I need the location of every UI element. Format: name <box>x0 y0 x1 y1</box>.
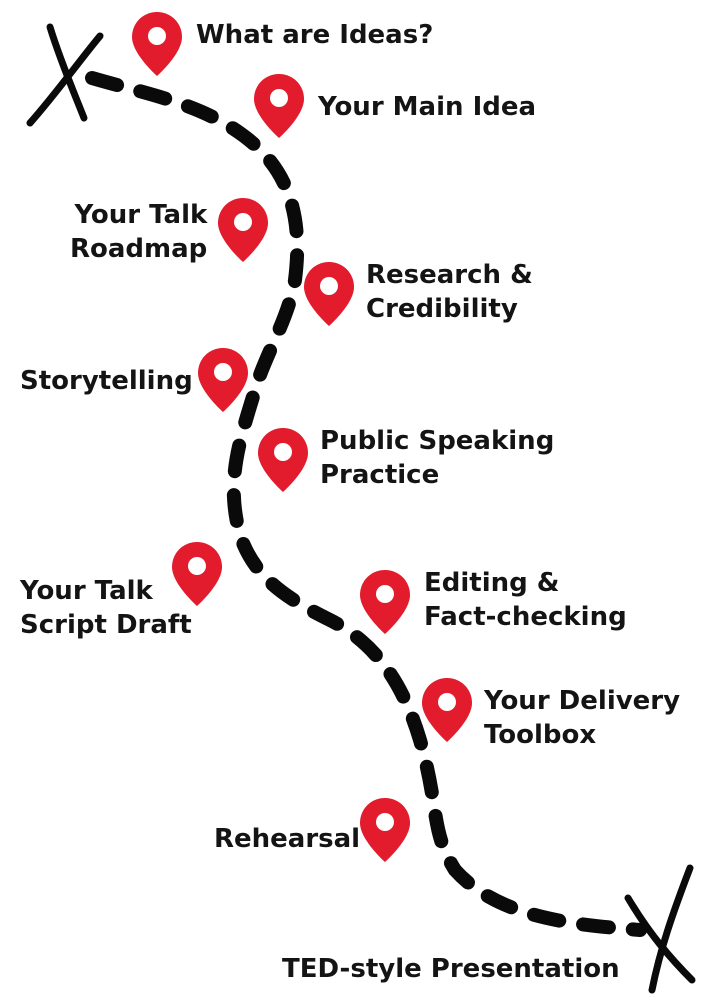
stop-label-your-main-idea: Your Main Idea <box>318 90 536 124</box>
stop-label-line: Public Speaking <box>320 426 555 456</box>
stop-label-your-talk-script-draft: Your Talk Script Draft <box>20 574 192 642</box>
stop-label-line: Credibility <box>366 294 518 324</box>
destination-label: TED-style Presentation <box>282 952 620 986</box>
map-pin-icon <box>304 262 354 326</box>
stop-label-line: Practice <box>320 460 440 490</box>
stop-label-line: Research & <box>366 260 533 290</box>
stop-label-line: Your Main Idea <box>318 92 537 122</box>
dashed-roadmap-path <box>85 71 647 937</box>
stop-label-your-delivery-toolbox: Your Delivery Toolbox <box>484 684 680 752</box>
destination-label-line: TED-style Presentation <box>282 954 620 984</box>
map-pin-icon <box>422 678 472 742</box>
map-pin-icon <box>132 12 182 76</box>
map-pin-icon <box>218 198 268 262</box>
stop-label-line: Your Talk <box>20 576 153 606</box>
map-pin-icon <box>360 570 410 634</box>
map-pin-icon <box>258 428 308 492</box>
start-x-mark-icon <box>26 23 104 127</box>
stop-label-public-speaking-practice: Public Speaking Practice <box>320 424 554 492</box>
map-pin-icon <box>360 798 410 862</box>
stop-label-line: Script Draft <box>20 610 192 640</box>
stop-label-line: Roadmap <box>70 234 208 264</box>
stop-label-line: Storytelling <box>20 366 193 396</box>
stop-label-storytelling: Storytelling <box>20 364 193 398</box>
stop-label-line: Toolbox <box>484 720 597 750</box>
map-pin-icon <box>254 74 304 138</box>
map-pin-icon <box>198 348 248 412</box>
stop-label-what-are-ideas: What are Ideas? <box>196 18 433 52</box>
stop-label-line: Your Delivery <box>484 686 681 716</box>
map-pin-icon <box>172 542 222 606</box>
stop-label-research-credibility: Research & Credibility <box>366 258 533 326</box>
stop-label-your-talk-roadmap: Your Talk Roadmap <box>70 198 207 266</box>
stop-label-line: What are Ideas? <box>196 20 434 50</box>
stop-label-line: Rehearsal <box>214 824 361 854</box>
stop-label-line: Fact-checking <box>424 602 627 632</box>
stop-label-rehearsal: Rehearsal <box>214 822 360 856</box>
end-x-mark-icon <box>624 864 696 994</box>
stop-label-line: Your Talk <box>74 200 208 230</box>
stop-label-line: Editing & <box>424 568 560 598</box>
stop-label-editing-fact-checking: Editing & Fact-checking <box>424 566 627 634</box>
